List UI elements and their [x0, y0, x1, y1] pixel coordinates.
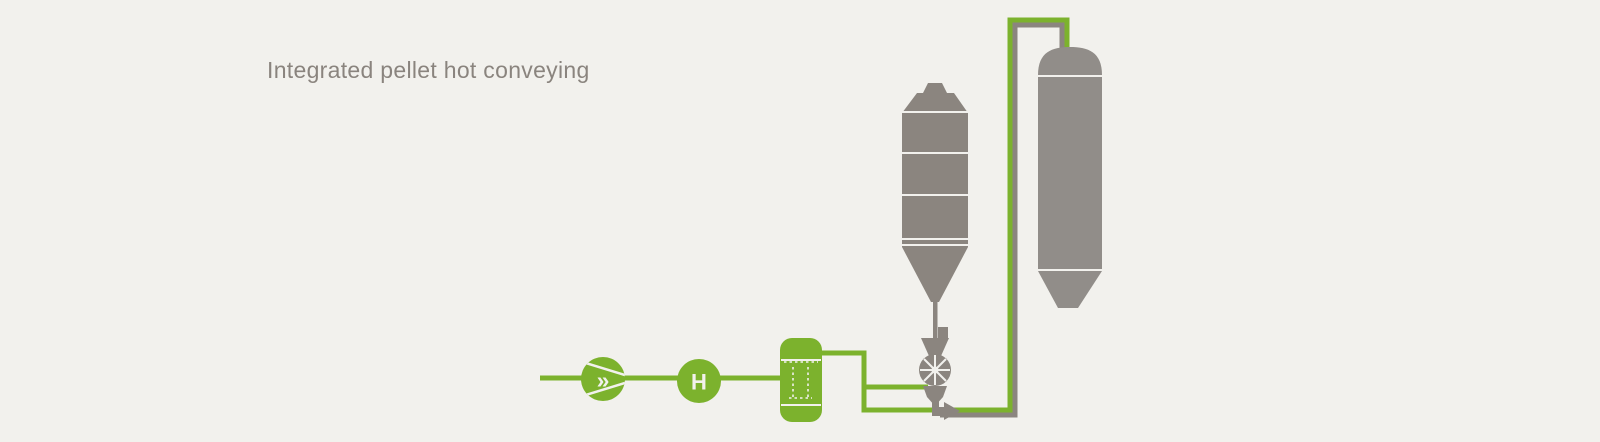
conveying-silo-dome: [1038, 47, 1102, 75]
heater-circle: [677, 359, 721, 403]
flow-arrow-icon: [944, 402, 960, 420]
silo-top-nub: [923, 83, 947, 93]
vessel-outlet-pipe: [820, 350, 934, 413]
filter-cartridge-dashed-outline: [784, 361, 818, 399]
blower-circle: [581, 357, 625, 401]
product-conveying-pipe: [940, 22, 1065, 418]
rotary-valve-hub: [931, 366, 939, 374]
air-conveying-pipe: [953, 17, 1070, 413]
blower-symbol: »: [581, 357, 625, 401]
conveying-line: [940, 17, 1070, 418]
silo-outlet-pipe: [933, 302, 938, 339]
pickup-elbow: [932, 401, 960, 420]
valve-inlet-funnel: [921, 338, 949, 356]
filter-vessel-body: [780, 338, 822, 422]
rotary-valve: [919, 354, 951, 386]
hopper-silo: [902, 83, 968, 420]
silo-section-seams: [902, 111, 968, 246]
conveying-air-pipes: [540, 350, 934, 413]
diagram-title: Integrated pellet hot conveying: [267, 57, 590, 83]
filter-vessel: [780, 338, 822, 422]
silo-silhouette: [902, 93, 968, 302]
outlet-sensor-box: [938, 327, 948, 338]
conveying-silo-cone: [1038, 271, 1102, 308]
heater-label: H: [691, 370, 707, 395]
conveying-silo: [1038, 47, 1102, 308]
conveying-silo-body: [1038, 77, 1102, 269]
blower-chevron-icon: »: [597, 367, 610, 393]
valve-outlet-adapter: [923, 386, 947, 397]
heater-symbol: H: [677, 359, 721, 403]
